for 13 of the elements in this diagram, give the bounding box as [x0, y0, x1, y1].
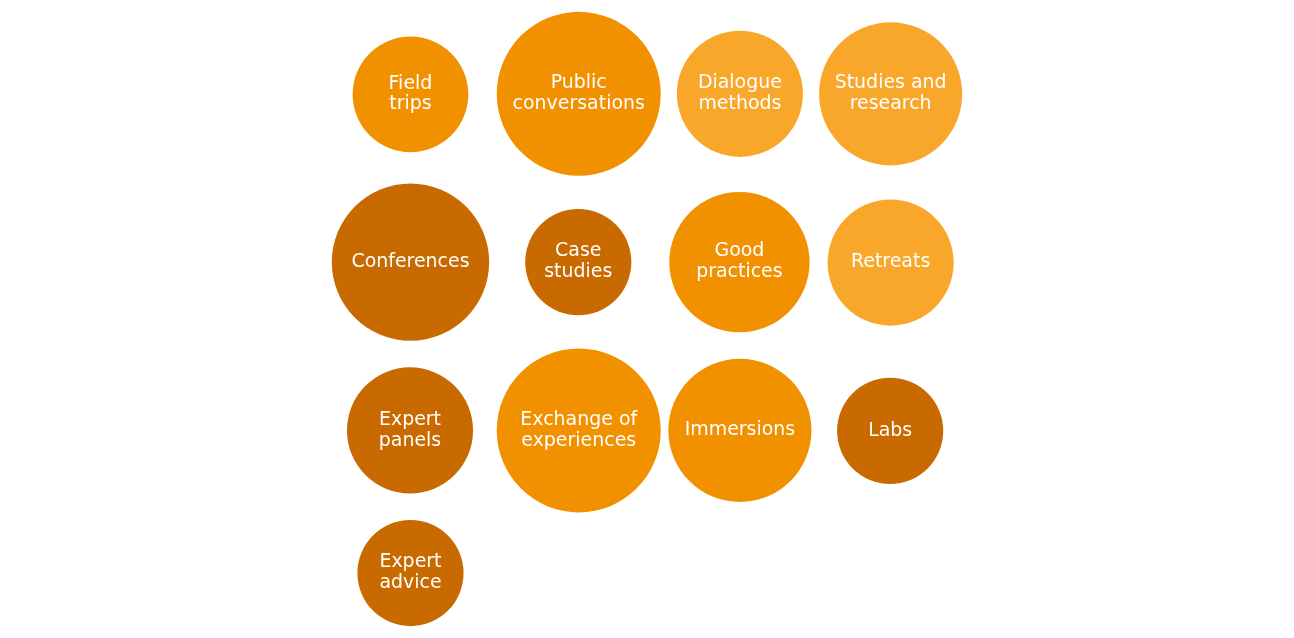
node-circle: Case studies: [525, 209, 632, 316]
node-circle: Studies and research: [819, 22, 963, 166]
node-circle: Exchange of experiences: [496, 348, 661, 513]
node-circle: Good practices: [669, 191, 810, 333]
node-circle: Dialogue methods: [676, 30, 803, 157]
node-circle: Field trips: [352, 36, 469, 153]
node-circle: Expert panels: [346, 367, 474, 494]
node-circle: Labs: [837, 377, 944, 484]
node-circle: Expert advice: [357, 519, 464, 627]
node-circle: Conferences: [331, 183, 490, 341]
node-circle: Retreats: [827, 199, 954, 326]
node-circle: Immersions: [668, 358, 812, 502]
node-circle: Public conversations: [496, 11, 661, 176]
